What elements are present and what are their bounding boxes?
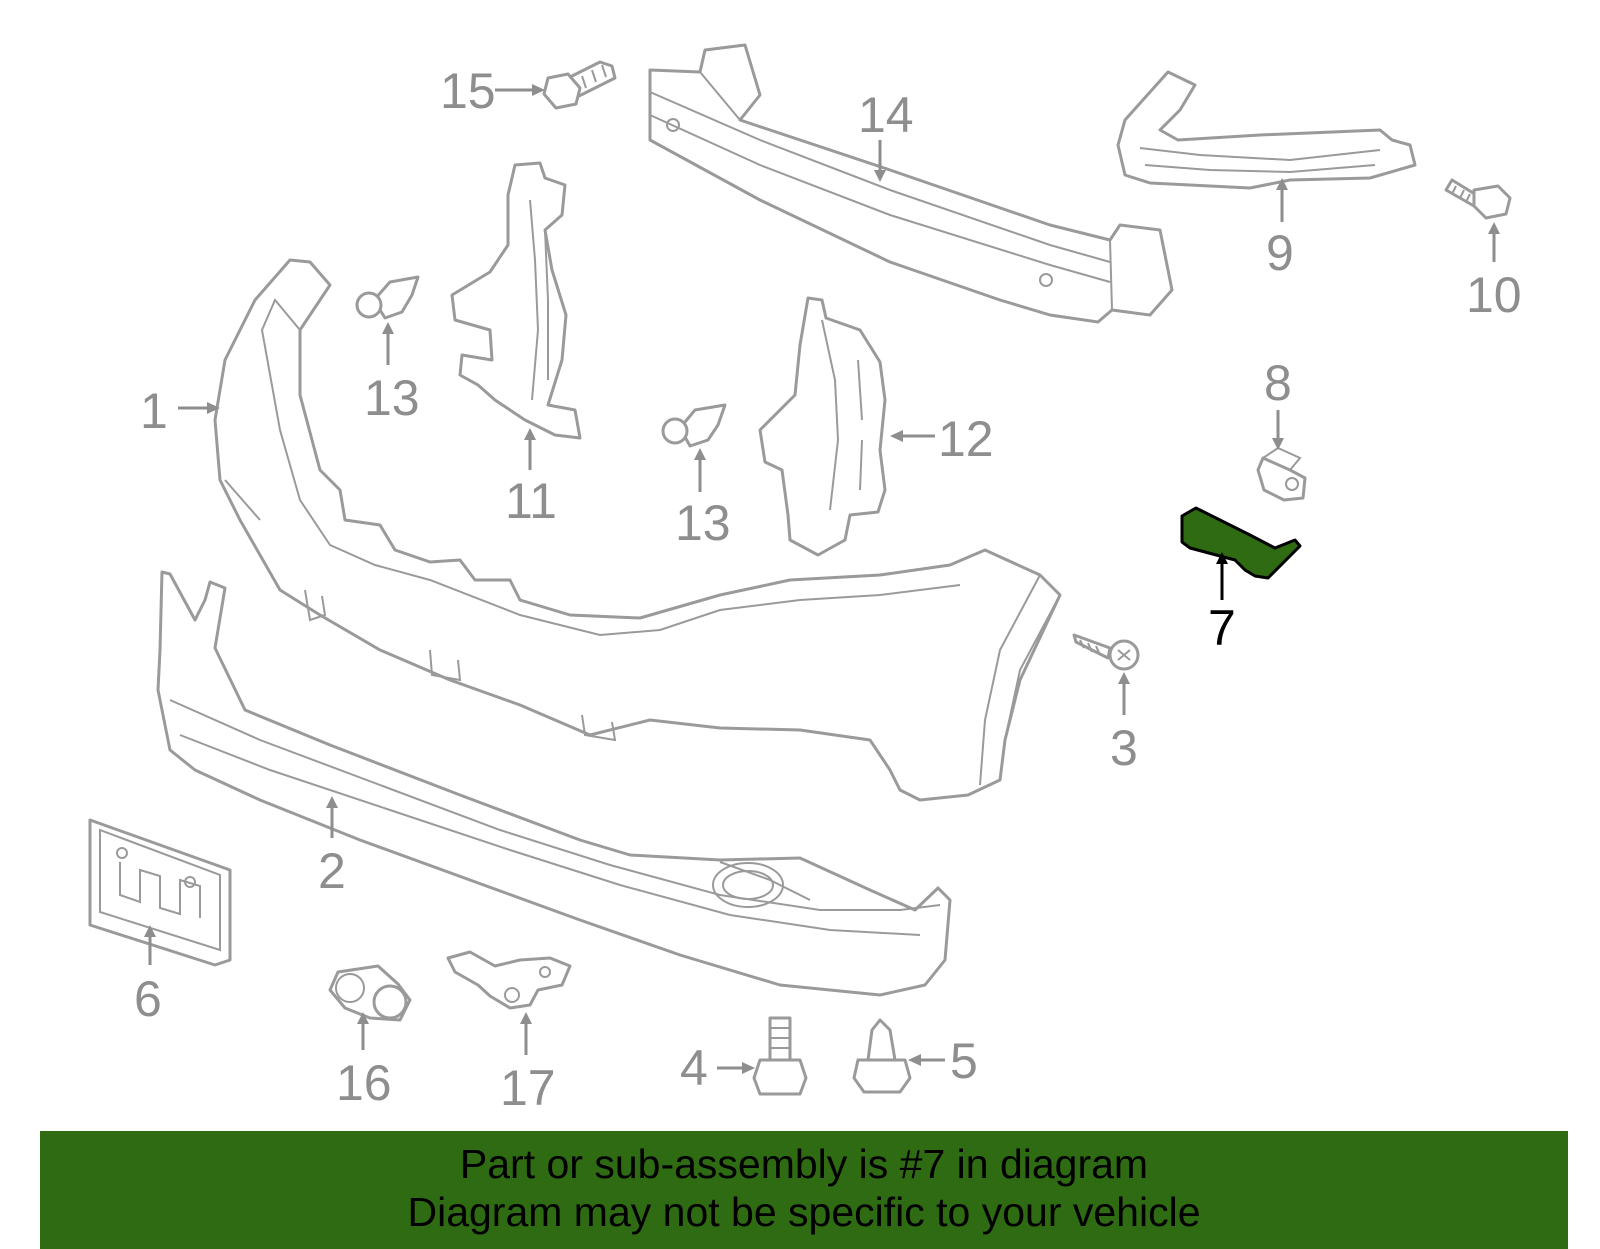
- part-15-bolt: [542, 60, 617, 110]
- callout-1: 1: [140, 383, 168, 439]
- callout-7: 7: [1208, 600, 1236, 656]
- banner-line-disclaimer: Diagram may not be specific to your vehi…: [407, 1189, 1201, 1235]
- part-14-reinforcement-beam: [648, 43, 1174, 324]
- part-4-bolt: [752, 1016, 808, 1096]
- callout-2: 2: [318, 843, 346, 899]
- callout-14: 14: [858, 87, 914, 143]
- part-17-bracket: [446, 950, 572, 1010]
- leader-arrows: [144, 84, 1500, 1074]
- info-banner: Part or sub-assembly is #7 in diagram Di…: [40, 1131, 1568, 1249]
- part-13-clip-b: [661, 403, 727, 448]
- callout-12: 12: [938, 411, 994, 467]
- part-7-highlighted-bracket: [1180, 506, 1302, 580]
- callout-4: 4: [680, 1040, 708, 1096]
- callout-16: 16: [336, 1055, 392, 1111]
- part-6-license-bracket: [88, 818, 232, 967]
- callout-15: 15: [440, 63, 496, 119]
- callout-10: 10: [1466, 267, 1522, 323]
- part-9-bracket: [1116, 70, 1417, 190]
- callout-13-a: 13: [364, 370, 420, 426]
- callout-11: 11: [505, 473, 557, 529]
- callout-labels: 15 14 9 10 13 1 11 12 13 8 7 3 2 6 16 17…: [134, 63, 1522, 1116]
- part-10-bolt: [1444, 178, 1512, 220]
- callout-5: 5: [950, 1033, 978, 1089]
- callout-9: 9: [1266, 225, 1294, 281]
- part-12-bracket: [758, 296, 887, 557]
- part-5-clip: [852, 1018, 912, 1094]
- part-1-bumper-cover: [213, 258, 1062, 802]
- part-2-lower-spoiler: [156, 570, 952, 997]
- part-8-nut: [1256, 446, 1307, 502]
- callout-17: 17: [500, 1060, 556, 1116]
- callout-3: 3: [1110, 720, 1138, 776]
- part-11-bracket: [450, 161, 582, 440]
- callout-8: 8: [1264, 355, 1292, 411]
- part-16-sensor: [328, 964, 412, 1022]
- part-3-screw: [1072, 633, 1140, 671]
- callout-6: 6: [134, 971, 162, 1027]
- part-13-clip-a: [355, 275, 420, 320]
- banner-line-part-info: Part or sub-assembly is #7 in diagram: [459, 1141, 1149, 1187]
- callout-13-b: 13: [675, 495, 731, 551]
